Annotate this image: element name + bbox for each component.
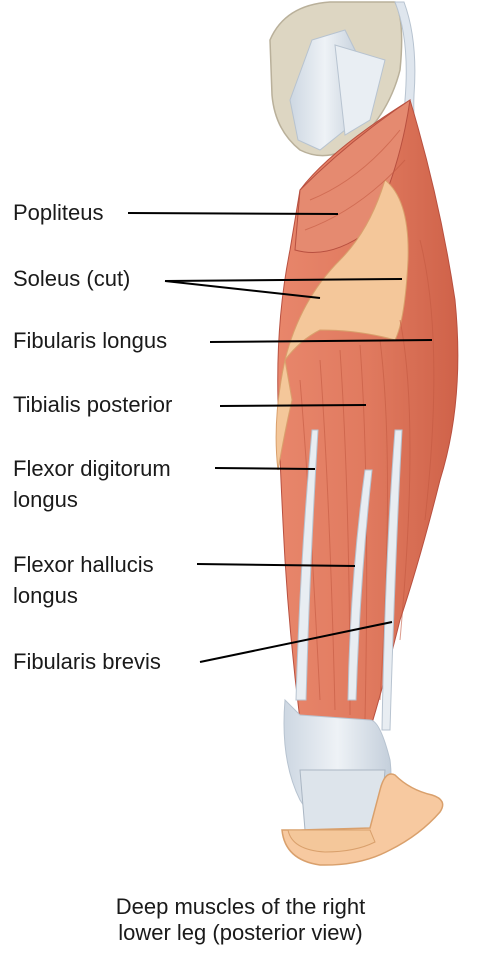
leader-flexor-digitorum bbox=[214, 467, 316, 470]
leader-fibularis-longus bbox=[209, 339, 433, 343]
label-flexor-digitorum-line2: longus bbox=[13, 487, 78, 512]
label-flexor-hallucis-line2: longus bbox=[13, 583, 78, 608]
leader-soleus-1 bbox=[164, 278, 403, 282]
leader-lines bbox=[127, 212, 433, 663]
leader-fibularis-brevis bbox=[199, 621, 393, 663]
label-fibularis-longus: Fibularis longus bbox=[13, 328, 168, 353]
soleus-left-edge bbox=[275, 359, 293, 471]
leader-popliteus bbox=[127, 212, 339, 215]
soleus-cut-fat bbox=[284, 179, 409, 361]
label-flexor-hallucis-line1: Flexor hallucis bbox=[13, 552, 154, 577]
leader-soleus-2 bbox=[164, 280, 321, 299]
caption-line1: Deep muscles of the right bbox=[115, 894, 366, 919]
caption-line2: lower leg (posterior view) bbox=[118, 920, 363, 945]
knee-ligaments bbox=[289, 29, 386, 151]
label-popliteus: Popliteus bbox=[13, 200, 104, 225]
label-tibialis-posterior: Tibialis posterior bbox=[13, 392, 173, 417]
label-soleus: Soleus (cut) bbox=[13, 266, 131, 291]
label-flexor-digitorum-line1: Flexor digitorum bbox=[13, 456, 171, 481]
leader-tibialis-posterior bbox=[219, 404, 367, 407]
label-fibularis-brevis: Fibularis brevis bbox=[13, 649, 161, 674]
heel-fat-pad bbox=[287, 829, 376, 853]
leader-flexor-hallucis bbox=[196, 563, 356, 567]
